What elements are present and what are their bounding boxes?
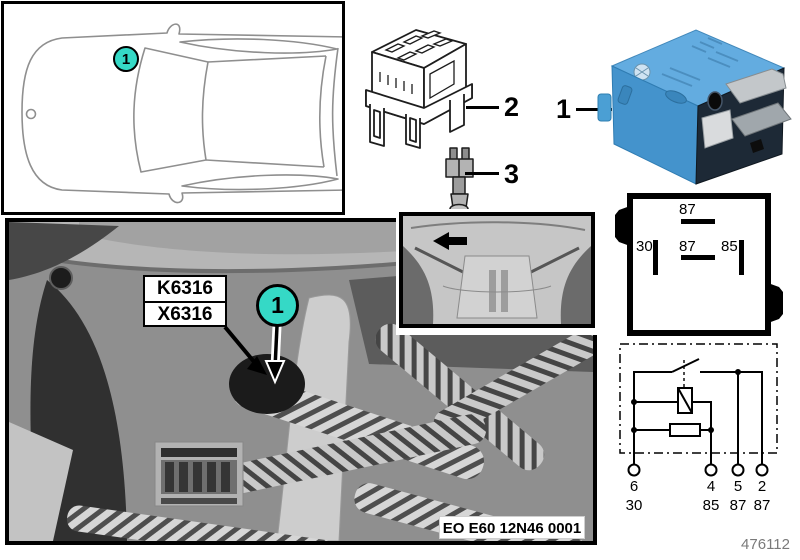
relay-code-k: K6316 [157, 278, 213, 299]
terminal-fn-30: 30 [625, 497, 643, 514]
photo-reference-stamp: EO E60 12N46 0001 [439, 516, 585, 539]
location-marker-1[interactable]: 1 [113, 46, 139, 72]
pin-diagram-tab-right [768, 283, 783, 323]
pin-label-30: 30 [636, 238, 653, 255]
terminal-fn-87a: 87 [729, 497, 747, 514]
relay-code-label: K6316 X6316 [143, 275, 227, 327]
pin-label-87-top: 87 [679, 201, 696, 218]
inset-engine-overview [403, 216, 591, 324]
callout-line-1 [576, 108, 612, 111]
callout-line-3 [465, 172, 499, 175]
circuit-schematic-drawing [619, 343, 778, 477]
callout-label-1[interactable]: 1 [556, 94, 572, 124]
terminal-pin-5: 5 [733, 478, 743, 495]
terminal-pin-4: 4 [706, 478, 716, 495]
car-location-panel: 1 [1, 1, 345, 215]
relay-socket-drawing [365, 29, 473, 149]
callout-line-2 [466, 106, 499, 109]
pin-diagram-drawing [615, 193, 783, 336]
terminal-fn-87b: 87 [753, 497, 771, 514]
fuse-box [154, 441, 244, 507]
terminal-pin-6: 6 [629, 478, 639, 495]
resistor-symbol [669, 423, 701, 437]
pin-label-87-mid: 87 [679, 238, 696, 255]
label-divider [145, 301, 225, 303]
car-top-view-drawing [21, 23, 342, 204]
arrow-left-icon [433, 232, 467, 250]
pin-label-85: 85 [721, 238, 738, 255]
photo-location-marker-1[interactable]: 1 [256, 284, 299, 327]
pin-diagram: 87 30 87 85 [611, 193, 791, 339]
switch-contact [671, 358, 700, 373]
inset-frame [399, 212, 595, 328]
socket-code-x: X6316 [157, 304, 213, 325]
terminal-pin-2: 2 [757, 478, 767, 495]
callout-label-2[interactable]: 2 [504, 92, 520, 122]
document-number: 476112 [741, 536, 790, 553]
callout-label-3[interactable]: 3 [504, 159, 520, 189]
engine-bay-inset [396, 209, 600, 335]
terminal-fn-85: 85 [702, 497, 720, 514]
label-arrow-icon [223, 325, 267, 375]
pin-diagram-tab-left [615, 206, 630, 246]
circuit-schematic: 6 4 5 2 30 85 87 87 [613, 338, 797, 518]
relay-photo [597, 29, 792, 185]
marker-arrow-icon [264, 325, 286, 385]
